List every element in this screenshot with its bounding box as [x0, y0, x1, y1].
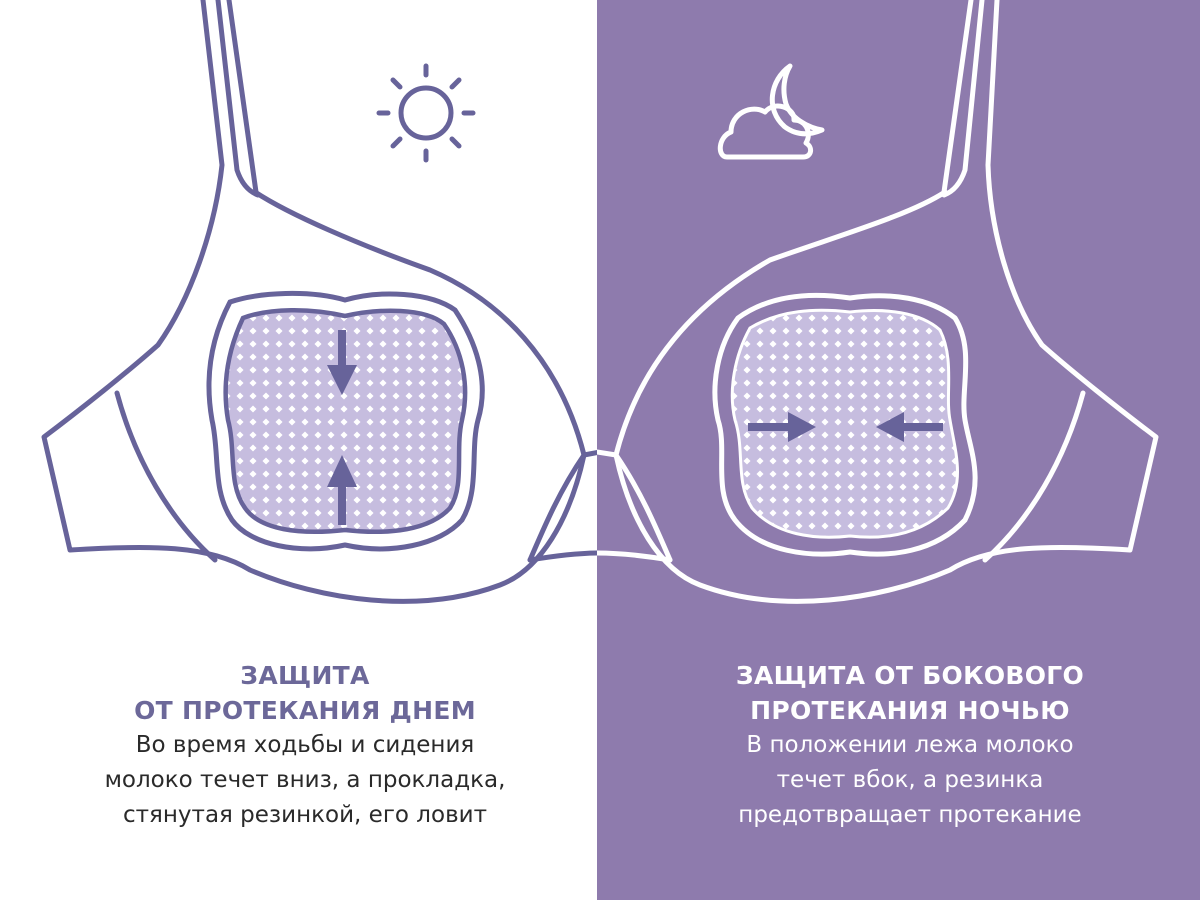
- day-pad: [206, 290, 485, 552]
- day-description-line-2: молоко течет вниз, а прокладка,: [104, 767, 506, 793]
- day-title: ЗАЩИТА ОТ ПРОТЕКАНИЯ ДНЕМ: [80, 658, 530, 728]
- night-caption: ЗАЩИТА ОТ БОКОВОГО ПРОТЕКАНИЯ НОЧЬЮ В по…: [680, 658, 1140, 833]
- moon-cloud-icon: [717, 63, 825, 160]
- night-description: В положении лежа молоко течет вбок, а ре…: [680, 728, 1140, 833]
- day-title-line-1: ЗАЩИТА: [240, 661, 370, 690]
- night-description-line-1: В положении лежа молоко: [746, 732, 1074, 758]
- night-title-line-2: ПРОТЕКАНИЯ НОЧЬЮ: [750, 696, 1070, 725]
- arrow-down-icon: [327, 330, 357, 395]
- arrow-up-icon: [327, 455, 357, 525]
- day-title-line-2: ОТ ПРОТЕКАНИЯ ДНЕМ: [134, 696, 476, 725]
- day-description: Во время ходьбы и сидения молоко течет в…: [80, 728, 530, 833]
- night-pad: [712, 292, 978, 557]
- day-description-line-3: стянутая резинкой, его ловит: [123, 802, 487, 828]
- day-description-line-1: Во время ходьбы и сидения: [135, 732, 475, 758]
- night-description-line-3: предотвращает протекание: [738, 802, 1082, 828]
- night-bra-outline: [597, 0, 1159, 604]
- arrow-right-icon: [748, 412, 816, 442]
- day-bra-outline: [41, 0, 597, 604]
- night-description-line-2: течет вбок, а резинка: [776, 767, 1044, 793]
- night-title: ЗАЩИТА ОТ БОКОВОГО ПРОТЕКАНИЯ НОЧЬЮ: [680, 658, 1140, 728]
- arrow-left-icon: [876, 412, 943, 442]
- night-title-line-1: ЗАЩИТА ОТ БОКОВОГО: [735, 661, 1085, 690]
- sun-icon: [376, 63, 476, 163]
- day-caption: ЗАЩИТА ОТ ПРОТЕКАНИЯ ДНЕМ Во время ходьб…: [80, 658, 530, 833]
